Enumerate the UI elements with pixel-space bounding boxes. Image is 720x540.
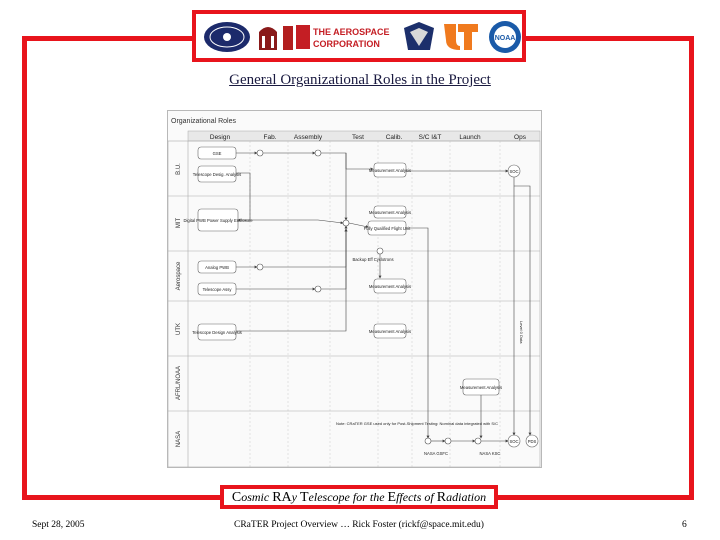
mit-icon [204,22,250,52]
flight-unit-label: Fully Qualified Flight Unit [364,226,411,231]
logo-bar: THE AEROSPACE CORPORATION NOAA [192,10,526,62]
pds-label: PDS [528,439,537,444]
meas3-box [373,278,407,294]
phase-sc-it: S/C I&T [419,134,442,141]
phase-fab: Fab. [263,134,276,141]
slide-title: General Organizational Roles in the Proj… [229,72,491,88]
aerospace-icon: THE AEROSPACE CORPORATION [296,25,390,49]
phase-test: Test [352,134,364,141]
aero-fab-label: Analog PWB [205,265,229,270]
lane-bu: B.U. [176,163,182,175]
lane-nasa: NASA [176,431,182,447]
noaa-icon: NOAA [489,21,521,53]
lane-utk: UTK [176,323,182,335]
soc-bu-label: SOC [509,169,518,174]
meas4-label: Measurement Analysis [369,329,411,334]
meas1-label: Measurement Analysis [369,168,411,173]
pds-node [525,434,539,448]
meas2-label: Measurement Analysis [369,210,411,215]
phase-assembly: Assembly [294,134,323,141]
phase-ops: Ops [514,134,527,141]
noaa-label: NOAA [495,35,516,42]
soc-nasa-label: SOC [509,439,518,444]
meas2-box [373,205,407,219]
diagram-header: Organizational Roles [171,118,236,125]
level0-label: Level 0 Data [519,321,524,344]
ut-icon [444,24,478,50]
nasa-ksc-label: NASA KSC [480,451,501,456]
note-text: Note: CRaTER GSE used only for Post-Ship… [336,421,498,426]
footer-date: Sept 28, 2005 [32,520,85,530]
meas3-label: Measurement Analysis [369,284,411,289]
phase-design: Design [210,134,231,141]
tel-assy-label: Telescope Assy [203,287,233,292]
mit-dome-icon [259,27,277,50]
backup-label: Backup Eff Cyclotrons [352,257,393,262]
phase-calib: Calib. [386,134,403,141]
utk-design-box [197,323,237,341]
bu-design-label: Telescope Desig. Analysis [193,172,241,177]
bu-design-box [197,165,237,183]
afrl-analysis-label: Measurement Analysis [460,385,502,390]
caption-banner: Cosmic RAy Telescope for the Effects of … [220,485,498,509]
lane-aerospace: Aerospace [176,261,182,290]
meas4-box [373,323,407,339]
lane-afrl-noaa: AFRL/NOAA [176,366,182,400]
lane-mit: MIT [176,218,182,229]
footer-center: CRaTER Project Overview … Rick Foster (r… [234,520,484,530]
phase-launch: Launch [459,134,481,141]
aerospace-line2: CORPORATION [313,39,380,49]
aerospace-line1: THE AEROSPACE [313,27,390,37]
utk-design-label: Telescope Design Analysis [192,330,242,335]
seal-icon [283,26,293,50]
meas1-box [373,162,407,178]
nasa-gsfc-label: NASA GSFC [424,451,448,456]
gse-label: GSE [213,151,222,156]
afrl-icon [404,22,434,50]
org-roles-diagram: Organizational Roles Design Fab. Assembl… [167,110,542,468]
mit-fab-label: Digital PWB Power Supply Enclosure [183,218,253,223]
page-number: 6 [682,520,687,530]
